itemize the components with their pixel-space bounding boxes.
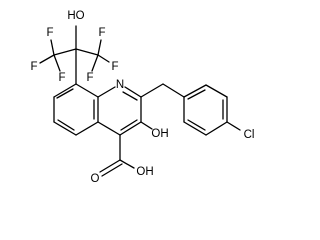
bond-c4-c4a (97, 121, 121, 136)
atom-label-chlorine: Cl (244, 129, 255, 141)
atom-label-carbonyl-oxygen: O (91, 173, 100, 185)
bond-n-c2-inner (122, 91, 138, 101)
bond-c2-ch2 (140, 83, 164, 98)
bond-cf3l-f-lower (53, 54, 61, 72)
atom-label-hydroxyl-top: HO (67, 10, 84, 22)
bond-c6-c5-inner (57, 119, 75, 131)
bond-c5-c4a (75, 121, 99, 136)
atom-label-fluorine: F (98, 27, 105, 39)
bond-ph2-ph3 (205, 84, 228, 98)
atom-label-acid-hydroxyl: OH (136, 166, 153, 178)
atom-label-fluorine: F (58, 72, 65, 84)
atom-label-fluorine: F (86, 72, 93, 84)
bond-carboxyl-c-oh (119, 159, 135, 169)
bond-carboxyl-c-o-double (99, 159, 121, 173)
atom-label-nitrogen: N (116, 79, 124, 91)
bond-ch2-aryl (162, 83, 185, 98)
bond-c3-oh (140, 121, 153, 130)
bond-cf3r-f-outer (97, 54, 110, 63)
bond-c8a-n (97, 86, 116, 98)
bond-ph1-ph2-inner (187, 89, 206, 100)
bond-c7-c7-inner (56, 88, 74, 99)
bond-c8-c7 (53, 83, 77, 98)
bond-ph4-ph5 (205, 121, 228, 136)
atom-label-fluorine: F (30, 61, 37, 73)
atom-label-fluorine: F (46, 27, 53, 39)
bond-c-cf3-right (75, 48, 99, 56)
bond-cf3r-f-lower (91, 54, 99, 72)
bond-c3-c4-inner (120, 119, 138, 131)
atom-label-hydroxyl-ring: OH (151, 128, 168, 140)
bond-c8a-c8 (75, 83, 99, 98)
atom-label-fluorine: F (111, 61, 118, 73)
bond-carboxyl-c-o-double-2 (101, 163, 123, 177)
bond-ph4-cl (226, 121, 241, 131)
bond-cf3l-f-top (50, 39, 55, 56)
bond-cf3r-f-top (97, 39, 102, 56)
atom-labels: HO F F F F F F N OH O OH Cl (30, 10, 254, 185)
bond-ph5-ph6-inner (187, 119, 206, 131)
bond-c3-c4 (119, 121, 142, 136)
bond-n-c2 (124, 86, 142, 98)
bond-lines (39, 25, 241, 177)
bond-ph1-ph2 (183, 84, 207, 98)
bond-c6-c5 (53, 121, 77, 136)
bond-cf3l-f-outer (39, 54, 55, 64)
chemical-structure-diagram: HO F F F F F F N OH O OH Cl (30, 10, 254, 185)
bond-ph5-ph6 (183, 121, 207, 136)
bond-c-cf3-left (53, 48, 77, 56)
